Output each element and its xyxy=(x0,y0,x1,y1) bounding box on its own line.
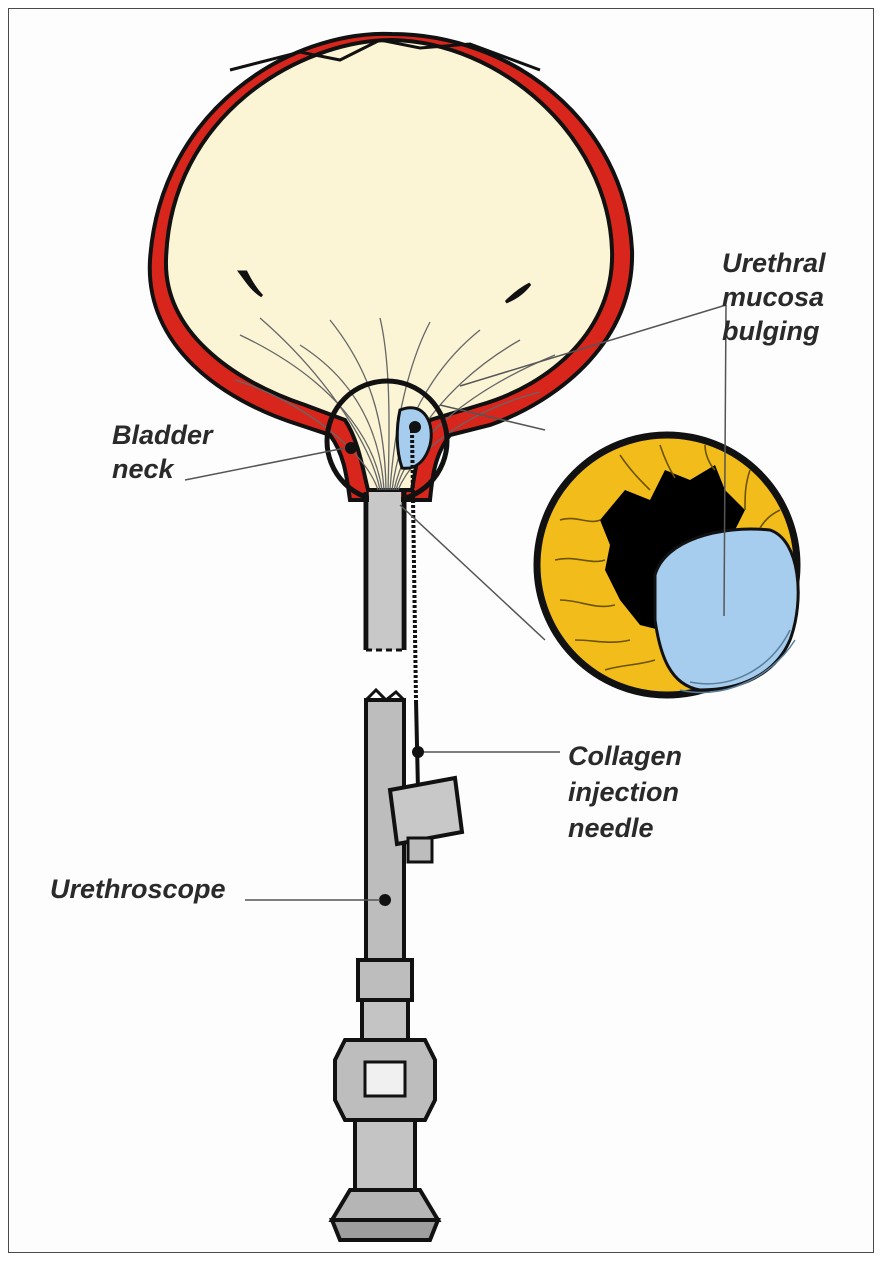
bladder-label-line2: neck xyxy=(112,454,176,484)
urethral-label-line1: Urethral xyxy=(722,248,826,278)
urethroscope xyxy=(332,690,438,1240)
collagen-label-line1: Collagen xyxy=(568,741,682,771)
collagen-label-line3: needle xyxy=(568,813,654,843)
label-urethral-mucosa-bulging: Urethral mucosa bulging xyxy=(722,248,826,346)
bladder xyxy=(150,34,632,500)
magnified-view xyxy=(537,435,798,695)
urethral-label-line3: bulging xyxy=(722,316,820,346)
label-urethroscope: Urethroscope xyxy=(50,874,226,904)
collagen-bulge xyxy=(655,529,798,690)
label-collagen-injection-needle: Collagen injection needle xyxy=(568,741,682,843)
urethral-label-line2: mucosa xyxy=(722,282,824,312)
label-bladder-neck: Bladder neck xyxy=(112,420,214,484)
bladder-label-line1: Bladder xyxy=(112,420,214,450)
collagen-label-line2: injection xyxy=(568,777,679,807)
